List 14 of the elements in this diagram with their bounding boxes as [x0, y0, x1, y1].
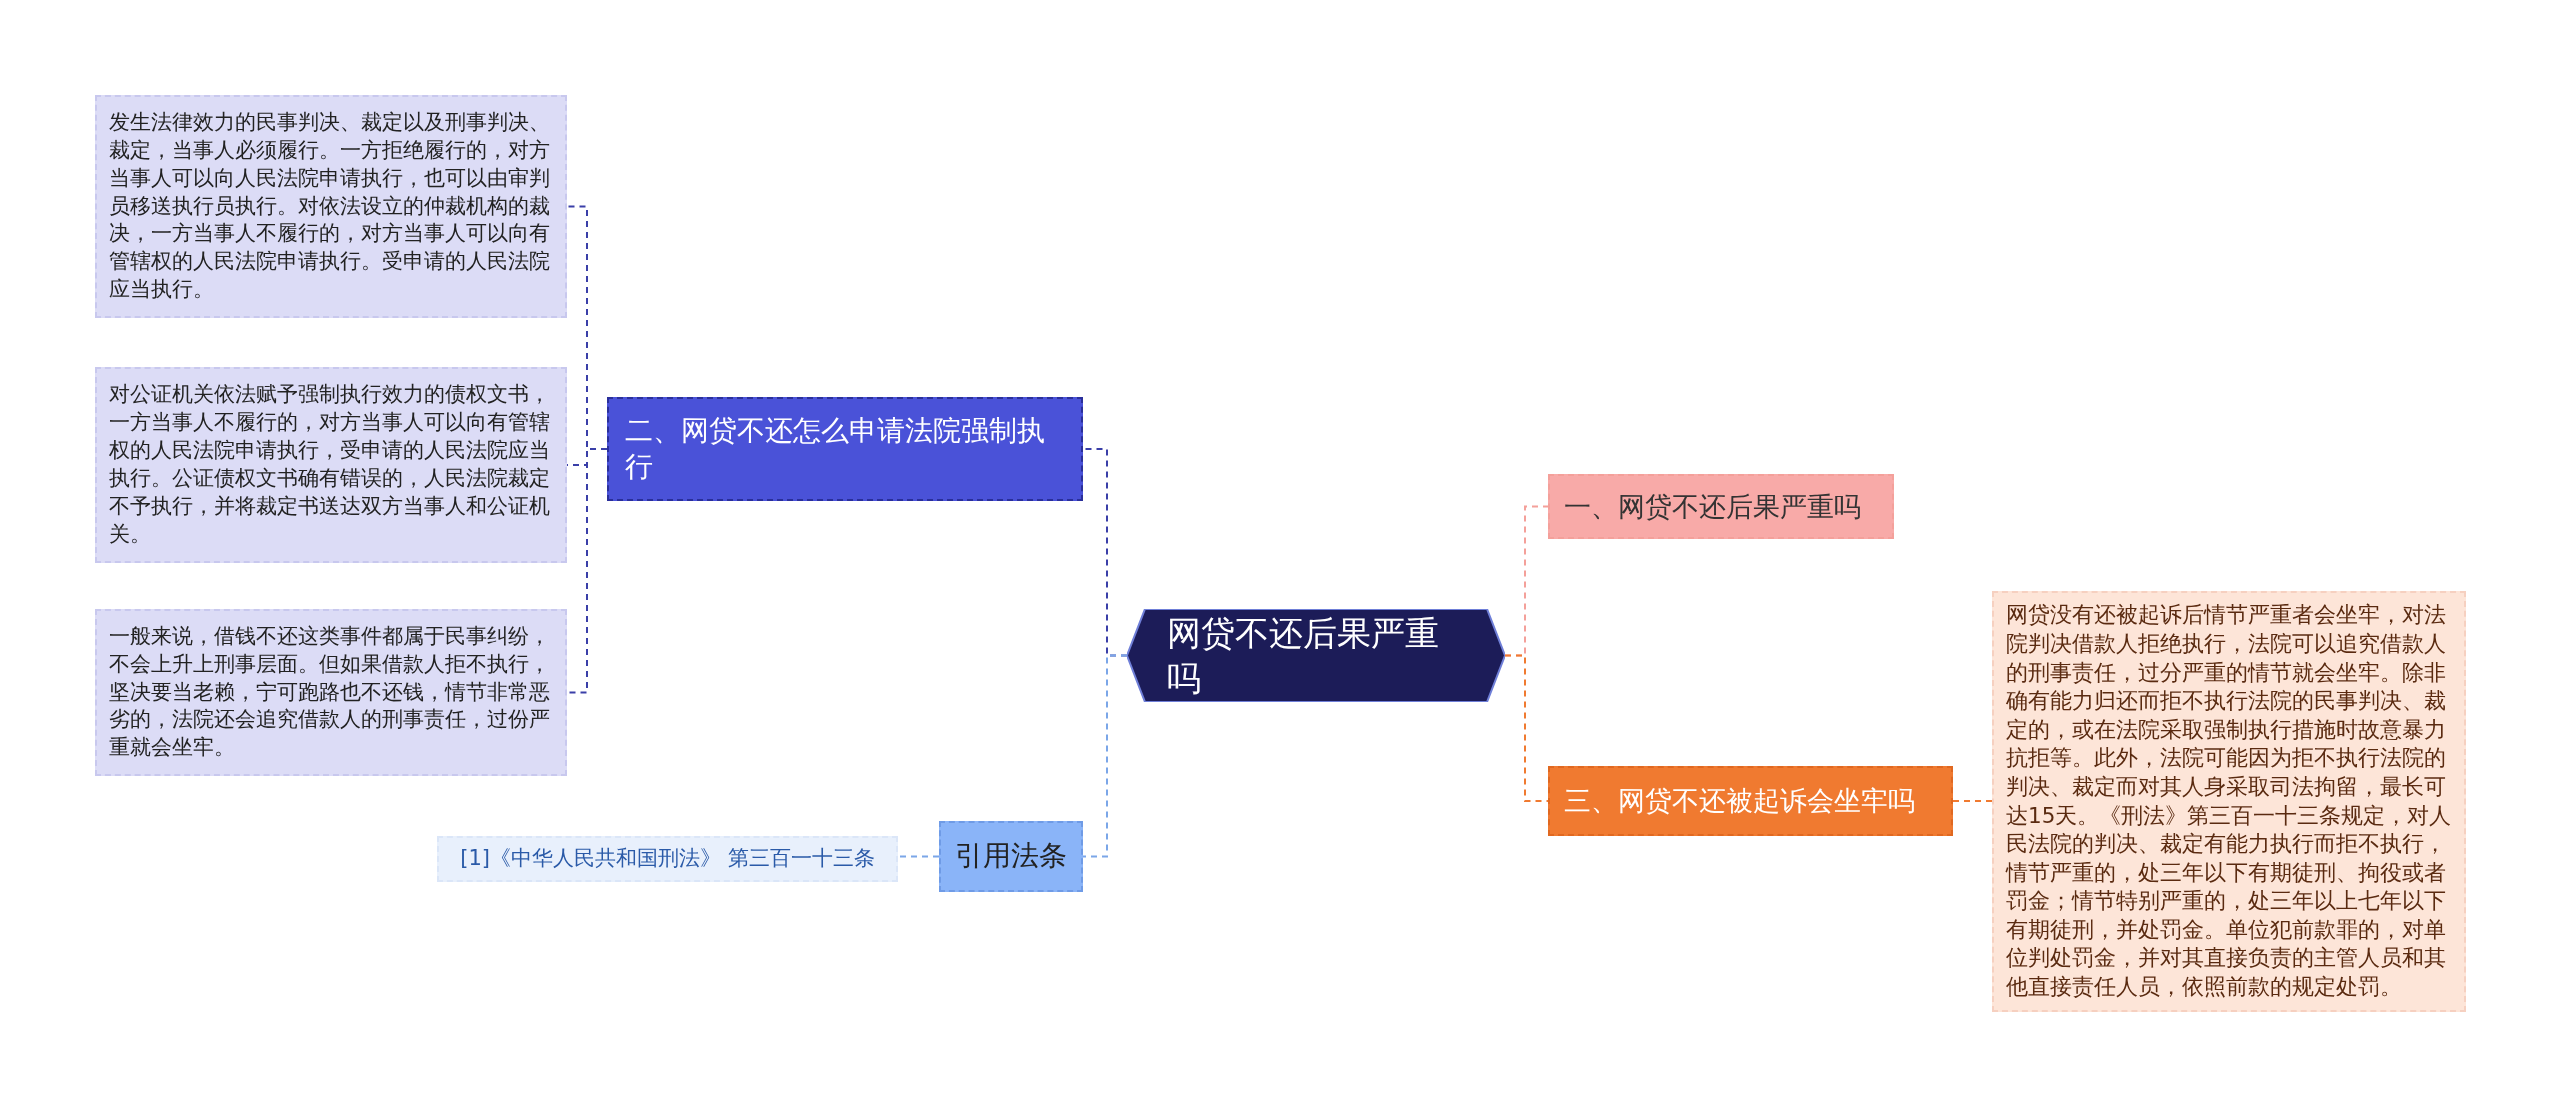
connector-line [897, 855, 940, 858]
text-box: 对公证机关依法赋予强制执行效力的债权文书，一方当事人不履行的，对方当事人可以向有管辖权的人民法院申请执行，受申请的人民法院应当执行。公证债权文书确有错误的，人民法院裁定不予执行，并将裁定书送达双方当事人和公证机关。 [95, 367, 567, 563]
text-box: 一般来说，借钱不还这类事件都属于民事纠纷，不会上升上刑事层面。但如果借款人拒不执行，坚决要当老赖，宁可跑路也不还钱，情节非常恶劣的，法院还会追究借款人的刑事责任，过份严重就会坐牢。 [95, 609, 567, 776]
connector-line [1952, 800, 1993, 802]
central-topic: 网贷不还后果严重吗 [1127, 609, 1505, 702]
connector-line [1082, 654, 1128, 858]
topic-box: 二、网贷不还怎么申请法院强制执行 [607, 397, 1083, 501]
connector-line [1504, 654, 1549, 802]
text-box: 网贷没有还被起诉后情节严重者会坐牢，对法院判决借款人拒绝执行，法院可以追究借款人的刑事责任，过分严重的情节就会坐牢。除非确有能力归还而拒不执行法院的民事判决、裁定的，或在法院采取强制执行措施时故意暴力抗拒等。此外，法院可能因为拒不执行法院的判决、裁定而对其人身采取司法拘留，最长可达15天。《刑法》第三百一十三条规定，对人民法院的判决、裁定有能力执行而拒不执行，情节严重的，处三年以下有期徒刑、拘役或者罚金；情节特别严重的，处三年以上七年以下有期徒刑，并处罚金。单位犯前款罪的，对单位判处罚金，并对其直接负责的主管人员和其他直接责任人员，依照前款的规定处罚。 [1992, 591, 2466, 1012]
citation-box: [1]《中华人民共和国刑法》 第三百一十三条 [437, 836, 898, 882]
topic-box: 三、网贷不还被起诉会坐牢吗 [1548, 766, 1953, 836]
topic-box: 一、网贷不还后果严重吗 [1548, 474, 1894, 539]
text-box: 发生法律效力的民事判决、裁定以及刑事判决、裁定，当事人必须履行。一方拒绝履行的，对方当事人可以向人民法院申请执行，也可以由审判员移送执行员执行。对依法设立的仲裁机构的裁决，一方当事人不履行的，对方当事人可以向有管辖权的人民法院申请执行。受申请的人民法院应当执行。 [95, 95, 567, 318]
topic-box: 引用法条 [939, 821, 1083, 892]
